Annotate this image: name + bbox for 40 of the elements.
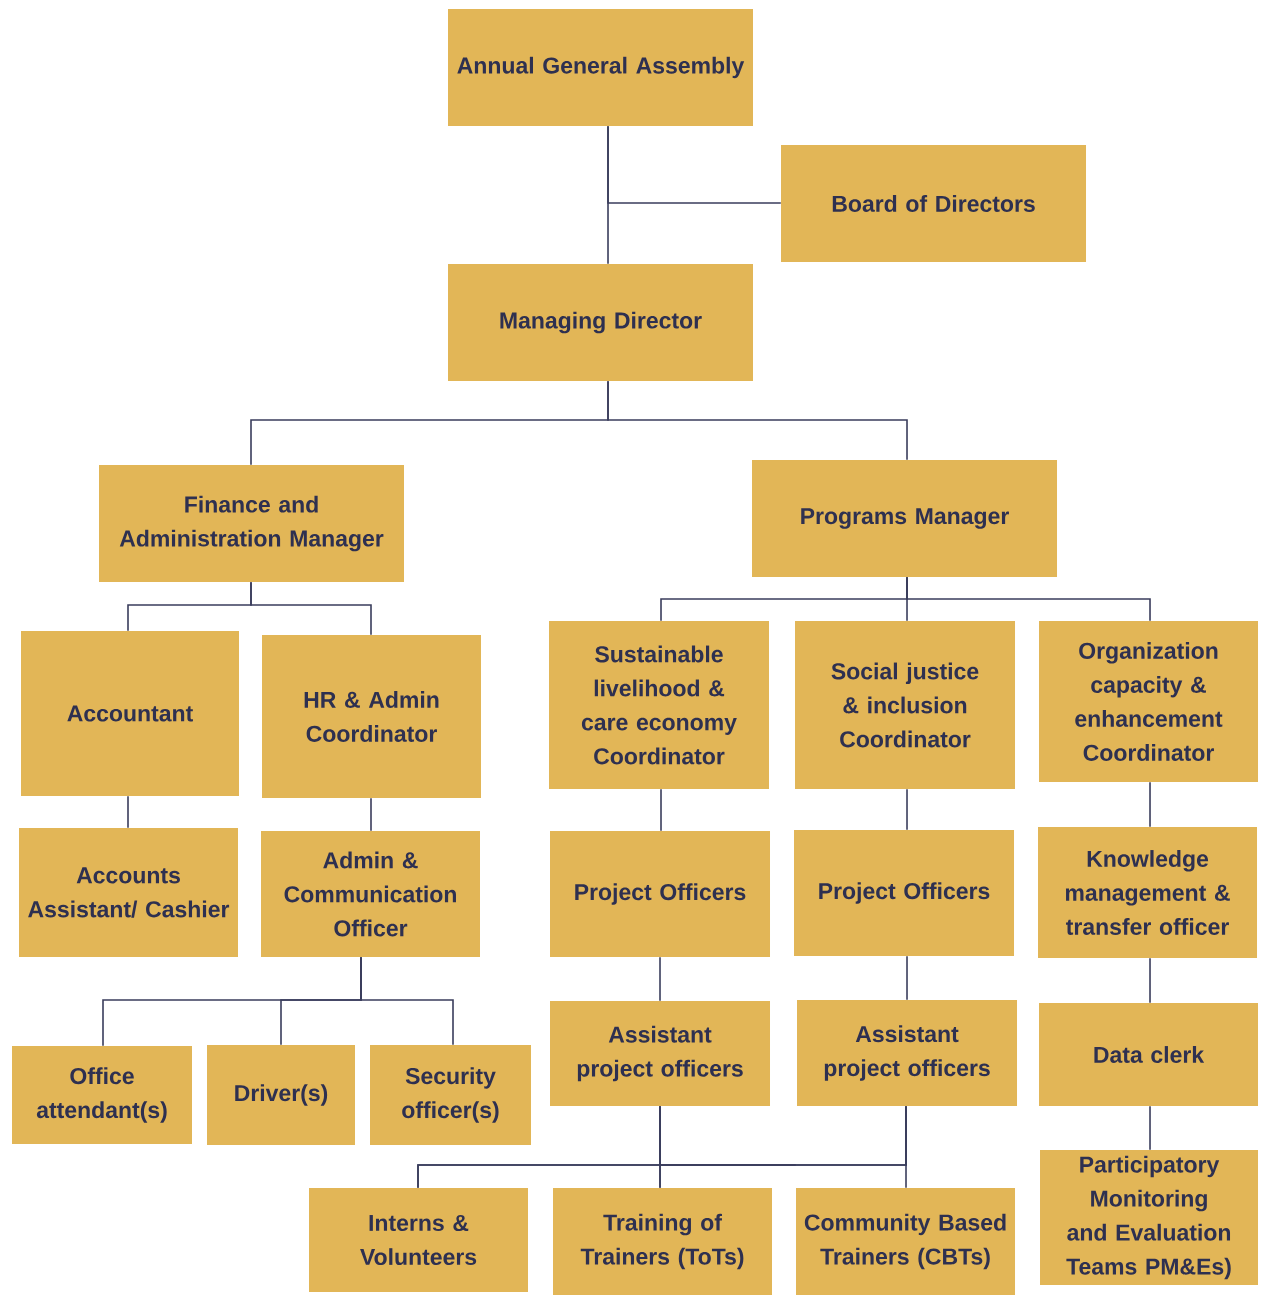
role-box: Office attendant(s) — [12, 1046, 192, 1144]
role-box: Accountant — [21, 631, 239, 796]
connector-line — [250, 581, 372, 636]
connector-line — [607, 380, 908, 461]
role-box: Admin & Communication Officer — [261, 831, 480, 957]
connector-line — [659, 956, 661, 1002]
role-box: Security officer(s) — [370, 1045, 531, 1145]
role-box: Managing Director — [448, 264, 753, 381]
role-box: Social justice & inclusion Coordinator — [795, 621, 1015, 789]
connector-line — [1149, 957, 1151, 1004]
role-box: Programs Manager — [752, 460, 1057, 577]
role-box: Board of Directors — [781, 145, 1086, 262]
connector-line — [906, 955, 908, 1001]
connector-line — [607, 125, 609, 265]
connector-line — [906, 576, 1151, 622]
connector-line — [360, 956, 454, 1046]
role-box: Knowledge management & transfer officer — [1038, 827, 1257, 958]
role-box: Participatory Monitoring and Evaluation Teams PM&Es) — [1040, 1150, 1258, 1285]
role-box: Training of Trainers (ToTs) — [553, 1188, 772, 1295]
connector-line — [1149, 781, 1151, 828]
connector-line — [370, 797, 372, 832]
role-box: Sustainable livelihood & care economy Coordinator — [549, 621, 769, 789]
connector-line — [1149, 1105, 1151, 1151]
connector-line — [127, 795, 129, 829]
role-box: Community Based Trainers (CBTs) — [796, 1188, 1015, 1295]
role-box: Project Officers — [794, 830, 1014, 956]
role-box: HR & Admin Coordinator — [262, 635, 481, 798]
role-box: Data clerk — [1039, 1003, 1258, 1106]
connector-line — [660, 788, 662, 832]
role-box: Driver(s) — [207, 1045, 355, 1145]
role-box: Assistant project officers — [797, 1000, 1017, 1106]
role-box: Accounts Assistant/ Cashier — [19, 828, 238, 957]
role-box: Finance and Administration Manager — [99, 465, 404, 582]
connector-line — [906, 788, 908, 831]
connector-line — [905, 1105, 907, 1189]
role-box: Annual General Assembly — [448, 9, 753, 126]
role-box: Organization capacity & enhancement Coordinator — [1039, 621, 1258, 782]
role-box: Interns & Volunteers — [309, 1188, 528, 1292]
role-box: Project Officers — [550, 831, 770, 957]
role-box: Assistant project officers — [550, 1001, 770, 1106]
